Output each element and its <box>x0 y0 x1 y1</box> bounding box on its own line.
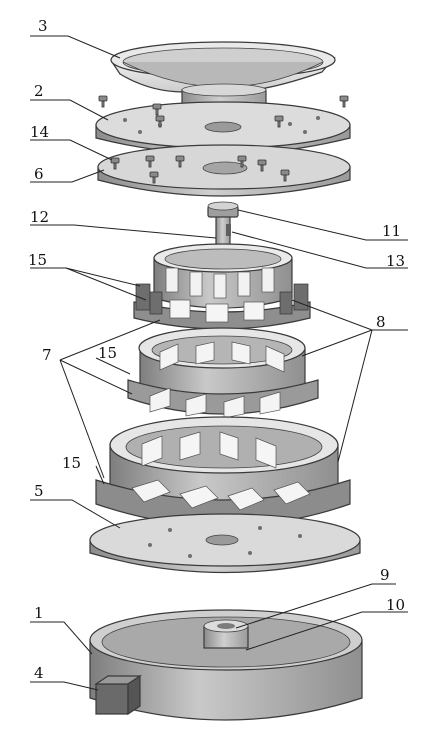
callout-4: 4 <box>34 664 44 682</box>
callout-15-bottom: 15 <box>62 454 81 472</box>
callout-11: 11 <box>382 222 401 240</box>
screws-top <box>98 95 349 128</box>
callout-7: 7 <box>42 346 52 364</box>
callout-9: 9 <box>380 566 390 584</box>
callout-12: 12 <box>30 208 49 226</box>
callout-3: 3 <box>38 17 48 35</box>
part-5-base-disc <box>89 513 361 574</box>
part-3-funnel <box>110 41 336 109</box>
callout-15-middle: 15 <box>98 344 117 362</box>
callout-8: 8 <box>376 313 386 331</box>
rotor-ring-medium <box>127 327 319 419</box>
screws-part-14 <box>110 155 290 184</box>
callout-10: 10 <box>386 596 405 614</box>
callout-14: 14 <box>30 123 49 141</box>
callout-13: 13 <box>386 252 405 270</box>
rotor-ring-large <box>95 416 351 527</box>
callout-2: 2 <box>34 82 44 100</box>
callout-6: 6 <box>34 165 44 183</box>
callout-labels: 3 2 14 6 12 11 13 15 8 7 15 15 5 9 10 1 … <box>28 17 405 682</box>
part-1-housing <box>89 609 363 721</box>
leader-lines <box>30 35 408 691</box>
rotor-ring-small <box>133 243 311 330</box>
part-4-block <box>94 674 142 716</box>
callout-15-top: 15 <box>28 251 47 269</box>
callout-1: 1 <box>34 604 44 622</box>
part-6-lower-plate <box>97 144 351 197</box>
callout-5: 5 <box>34 482 44 500</box>
